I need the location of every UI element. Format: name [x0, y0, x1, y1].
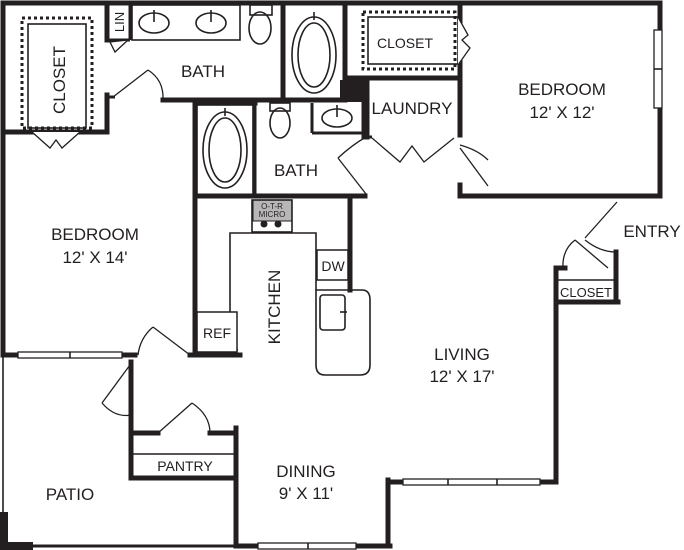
burner-icon	[260, 220, 268, 228]
entry-closet-door[interactable]	[574, 239, 609, 269]
window-dining	[257, 542, 357, 550]
vanity	[131, 4, 241, 41]
label-kitchen: KITCHEN	[265, 270, 284, 345]
label-closet-entry: CLOSET	[560, 285, 612, 300]
window-living	[402, 478, 541, 486]
refrigerator	[196, 311, 238, 353]
label-living-size: 12' X 17'	[429, 367, 494, 386]
label-linen: LIN	[112, 12, 127, 32]
label-bath-second: BATH	[274, 161, 318, 180]
toilet-icon	[269, 107, 291, 139]
pantry-door	[157, 402, 211, 434]
label-entry: ENTRY	[623, 222, 680, 241]
master-bath-door[interactable]	[112, 69, 149, 98]
label-patio: PATIO	[46, 485, 95, 504]
linen-door[interactable]	[109, 39, 130, 54]
closet-left	[20, 16, 94, 149]
walls	[0, 0, 663, 550]
laundry-door[interactable]	[371, 137, 455, 163]
front-door[interactable]	[584, 201, 618, 239]
kitchen-island	[315, 289, 371, 376]
laundry-doors	[371, 137, 489, 187]
label-bedroom-left: BEDROOM	[51, 225, 139, 244]
master-bath-fixtures	[112, 4, 337, 101]
label-bedroom-right-size: 12' X 12'	[529, 103, 594, 122]
label-closet-top: CLOSET	[377, 35, 433, 51]
label-microwave-2: MICRO	[259, 210, 286, 219]
closet-top	[361, 10, 471, 71]
label-bath-master: BATH	[181, 62, 225, 81]
appliance-labels: REF DW O-T-R MICRO	[203, 202, 345, 341]
entry-door	[562, 201, 618, 269]
label-living: LIVING	[434, 345, 490, 364]
label-dining: DINING	[276, 462, 336, 481]
burner-icon	[274, 220, 282, 228]
second-bath-door[interactable]	[337, 157, 367, 195]
toilet-icon	[248, 11, 272, 45]
label-pantry: PANTRY	[157, 458, 213, 474]
label-dishwasher: DW	[321, 258, 345, 274]
bedroom-left-door	[137, 326, 191, 356]
counter	[229, 232, 317, 350]
second-bath-fixtures	[196, 102, 367, 196]
linen-closet	[107, 3, 132, 54]
label-dining-size: 9' X 11'	[279, 484, 333, 503]
kitchen	[196, 199, 371, 376]
label-microwave-1: O-T-R	[261, 202, 283, 211]
room-labels: CLOSET LIN BATH CLOSET LAUNDRY BATH BEDR…	[46, 12, 681, 504]
windows	[17, 29, 663, 550]
patio-door	[101, 364, 132, 417]
label-laundry: LAUNDRY	[372, 99, 453, 118]
dishwasher	[316, 249, 349, 281]
label-bedroom-left-size: 12' X 14'	[62, 248, 127, 267]
label-refrigerator: REF	[203, 325, 231, 341]
label-bedroom-right: BEDROOM	[518, 80, 606, 99]
bedroom-right-door[interactable]	[459, 147, 489, 187]
closet-left-door[interactable]	[31, 131, 81, 149]
closet-top-door[interactable]	[457, 16, 471, 66]
label-closet-left: CLOSET	[50, 46, 69, 114]
